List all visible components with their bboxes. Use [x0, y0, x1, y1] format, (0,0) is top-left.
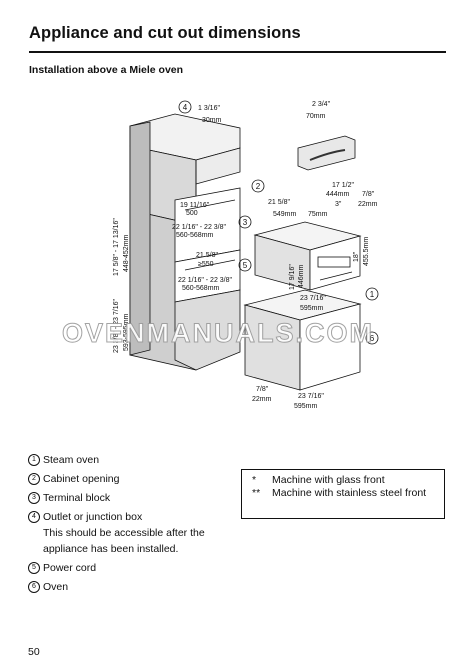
svg-text:23 7/16": 23 7/16" [298, 393, 324, 400]
svg-text:21 5/8": 21 5/8" [196, 252, 218, 259]
svg-text:17 1/2": 17 1/2" [332, 182, 354, 189]
legend-number: 5 [28, 562, 40, 574]
legend-label: Steam oven [43, 454, 100, 466]
legend-number: 3 [28, 492, 40, 504]
note-item: * Machine with glass front [252, 474, 444, 487]
svg-text:30mm: 30mm [202, 117, 222, 124]
legend-number: 1 [28, 454, 40, 466]
svg-text:500: 500 [186, 210, 198, 217]
page-title: Appliance and cut out dimensions [29, 24, 301, 42]
svg-text:560-568mm: 560-568mm [176, 232, 214, 239]
svg-text:549mm: 549mm [273, 211, 297, 218]
svg-text:22 1/16" - 22 3/8": 22 1/16" - 22 3/8" [178, 277, 233, 284]
svg-text:70mm: 70mm [306, 113, 326, 120]
svg-text:444mm: 444mm [326, 191, 350, 198]
svg-text:1 3/16": 1 3/16" [198, 105, 220, 112]
svg-text:7/8": 7/8" [362, 191, 375, 198]
note-text: Machine with stainless steel front [272, 487, 427, 499]
svg-text:6: 6 [370, 334, 375, 343]
legend-number: 4 [28, 511, 40, 523]
legend-label: Oven [43, 581, 69, 593]
svg-text:560-568mm: 560-568mm [182, 285, 220, 292]
svg-text:17 9/16": 17 9/16" [289, 264, 296, 290]
svg-text:22mm: 22mm [252, 396, 272, 403]
svg-text:3: 3 [243, 218, 248, 227]
page-number: 50 [28, 646, 40, 658]
svg-text:≥550: ≥550 [198, 261, 214, 268]
cabinet-drawing [129, 113, 241, 371]
notes-box: * Machine with glass front ** Machine with… [241, 469, 445, 519]
note-text: Machine with glass front [272, 474, 385, 486]
svg-text:4: 4 [183, 103, 188, 112]
legend-label: Outlet or junction box This should be ac… [43, 511, 205, 555]
dimension-labels: 1 3/16" 30mm 2 3/4" 70mm 17 1/2" 444mm 7… [172, 101, 378, 410]
svg-text:448-452mm: 448-452mm [123, 234, 130, 272]
svg-text:2: 2 [256, 182, 261, 191]
legend-label: Terminal block [43, 492, 111, 504]
svg-text:5: 5 [243, 261, 248, 270]
note-mark: * [252, 474, 257, 486]
svg-text:23 3/8" - 23 7/16": 23 3/8" - 23 7/16" [113, 298, 120, 353]
handle-drawing [297, 135, 356, 171]
svg-text:7/8": 7/8" [256, 386, 269, 393]
svg-text:2 3/4": 2 3/4" [312, 101, 331, 108]
svg-text:21 5/8": 21 5/8" [268, 199, 290, 206]
oven-drawing [243, 289, 362, 391]
svg-text:17 5/8" - 17 13/16": 17 5/8" - 17 13/16" [113, 218, 120, 276]
steam-oven-drawing [253, 221, 362, 291]
svg-text:455.5mm: 455.5mm [363, 237, 370, 266]
legend-number: 6 [28, 581, 40, 593]
legend-label: Power cord [43, 562, 97, 574]
svg-text:19 11/16": 19 11/16" [180, 202, 210, 209]
svg-text:23 7/16": 23 7/16" [300, 295, 326, 302]
callouts: 4 2 3 5 1 6 [178, 100, 379, 345]
note-item: ** Machine with stainless steel front [252, 487, 444, 500]
svg-text:75mm: 75mm [308, 211, 328, 218]
vertical-dimension-labels: 17 5/8" - 17 13/16" 448-452mm 23 3/8" - … [113, 218, 370, 353]
svg-text:593-595mm: 593-595mm [123, 313, 130, 351]
title-rule [29, 51, 446, 53]
svg-text:595mm: 595mm [300, 305, 324, 312]
note-mark: ** [252, 487, 261, 499]
watermark-text: OVENMANUALS.COM [62, 318, 374, 349]
legend-number: 2 [28, 473, 40, 485]
svg-text:1: 1 [370, 290, 375, 299]
svg-text:3": 3" [335, 201, 342, 208]
svg-text:595mm: 595mm [294, 403, 318, 410]
svg-text:18": 18" [353, 251, 360, 262]
section-subtitle: Installation above a Miele oven [29, 64, 184, 76]
svg-text:446mm: 446mm [298, 264, 305, 288]
svg-text:22mm: 22mm [358, 201, 378, 208]
svg-text:22 1/16" - 22 3/8": 22 1/16" - 22 3/8" [172, 224, 227, 231]
legend-label: Cabinet opening [43, 473, 120, 485]
